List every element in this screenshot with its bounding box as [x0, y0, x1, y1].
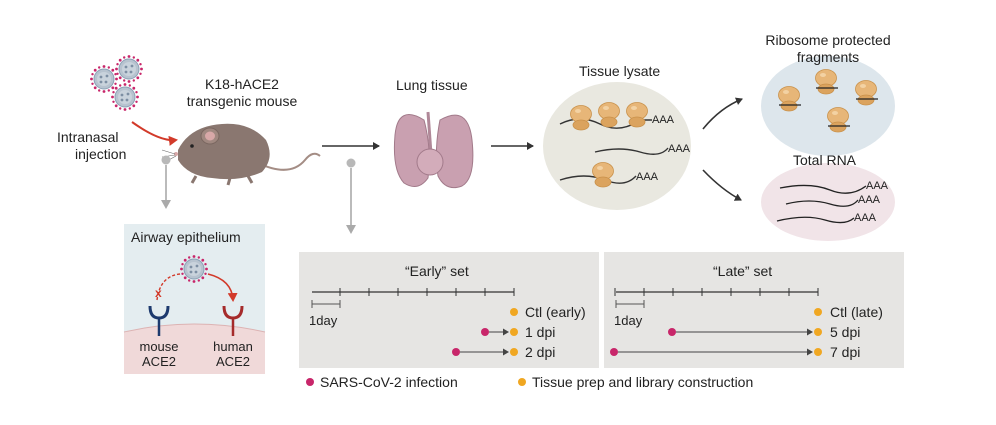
rpf-ellipse — [761, 56, 895, 156]
poly-a-label: AAA — [854, 212, 877, 224]
late-prep-dot — [814, 308, 822, 316]
early-prep-dot — [510, 308, 518, 316]
poly-a-label: AAA — [636, 171, 659, 183]
rpf-label: Ribosome protected fragments — [765, 32, 891, 65]
late-row-5dpi: 5 dpi — [830, 324, 861, 340]
arrow-icon — [161, 97, 743, 234]
poly-a-label: AAA — [652, 114, 675, 126]
blocked-mark: x — [155, 286, 162, 300]
late-set-title: “Late” set — [713, 263, 773, 279]
total-rna-label: Total RNA — [793, 152, 857, 168]
mouse-label: K18-hACE2 transgenic mouse — [186, 76, 298, 109]
virus-icon — [89, 54, 144, 112]
airway-title: Airway epithelium — [131, 229, 241, 245]
tissue-lysate-ellipse — [543, 82, 691, 210]
lung-icon — [393, 111, 474, 189]
late-infection-dot — [668, 328, 676, 336]
late-set-panel — [604, 252, 904, 368]
injection-label: Intranasal injection — [57, 129, 127, 162]
late-prep-dot — [814, 328, 822, 336]
poly-a-label: AAA — [858, 194, 881, 206]
total-rna-ellipse — [761, 163, 895, 241]
injection-arrow — [131, 121, 178, 146]
poly-a-label: AAA — [668, 143, 691, 155]
receptor-icon — [222, 305, 244, 336]
human-ace2-label: human ACE2 — [213, 339, 253, 369]
lung-label: Lung tissue — [396, 77, 468, 93]
late-row-7dpi: 7 dpi — [830, 344, 861, 360]
legend-infection-label: SARS-CoV-2 infection — [320, 374, 458, 390]
legend-prep-label: Tissue prep and library construction — [532, 374, 754, 390]
poly-a-label: AAA — [866, 180, 889, 192]
lysate-label: Tissue lysate — [579, 63, 661, 79]
timelines — [311, 288, 822, 356]
legend-prep-dot — [518, 378, 526, 386]
mouse-icon — [161, 123, 321, 186]
early-set-title: “Early” set — [405, 263, 469, 279]
early-infection-dot — [452, 348, 460, 356]
early-infection-dot — [481, 328, 489, 336]
airway-panel — [123, 224, 266, 374]
early-row-1dpi: 1 dpi — [525, 324, 556, 340]
early-row-2dpi: 2 dpi — [525, 344, 556, 360]
mouse-ace2-label: mouse ACE2 — [139, 339, 179, 369]
early-scale-label: 1day — [309, 313, 338, 328]
late-scale-label: 1day — [614, 313, 643, 328]
early-set-panel — [299, 252, 599, 368]
receptor-icon — [148, 305, 170, 336]
early-prep-dot — [510, 348, 518, 356]
early-row-ctl: Ctl (early) — [525, 304, 586, 320]
late-row-ctl: Ctl (late) — [830, 304, 883, 320]
legend-infection-dot — [306, 378, 314, 386]
late-infection-dot — [610, 348, 618, 356]
early-prep-dot — [510, 328, 518, 336]
late-prep-dot — [814, 348, 822, 356]
